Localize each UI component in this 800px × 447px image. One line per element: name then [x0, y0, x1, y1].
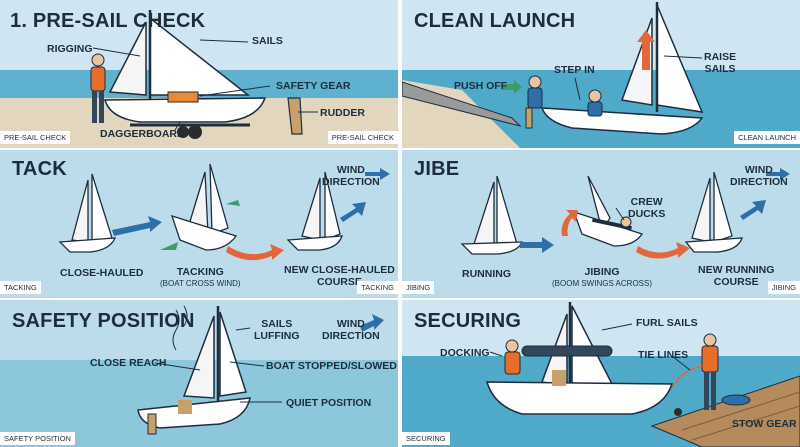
label-step-in: STEP IN	[554, 64, 595, 76]
label-wind-direction: WIND DIRECTION	[322, 318, 380, 342]
label-jibing: JIBING (BOOM SWINGS ACROSS)	[552, 266, 652, 290]
panel-presail-check: 1. PRE-SAIL CHECK RIGGING SAILS SAFETY G…	[0, 0, 398, 148]
label-new-close-hauled-course: NEW CLOSE-HAULED COURSE	[284, 264, 395, 288]
launch-illustration	[402, 0, 800, 148]
label-rudder: RUDDER	[320, 107, 365, 119]
label-crew-ducks: CREW DUCKS	[628, 196, 666, 220]
panel-tag: SAFETY POSITION	[0, 432, 75, 445]
securing-illustration	[402, 300, 800, 447]
label-rigging: RIGGING	[47, 43, 93, 55]
panel-tag-left: PRE-SAIL CHECK	[0, 131, 71, 144]
label-tacking: TACKING (BOAT CROSS WIND)	[160, 266, 241, 290]
panel-tack: TACK WIND DIRECTION CLOSE-HAULED TACKING…	[0, 150, 398, 298]
panel-tag-right: PRE-SAIL CHECK	[327, 131, 398, 144]
label-safety-gear: SAFETY GEAR	[276, 80, 351, 92]
label-wind-direction: WIND DIRECTION	[322, 164, 380, 188]
panel-title: CLEAN LAUNCH	[414, 10, 576, 32]
label-sails: SAILS	[252, 35, 283, 47]
label-close-reach: CLOSE REACH	[90, 357, 167, 369]
label-tie-lines: TIE LINES	[638, 349, 689, 361]
label-tacking-sub: (BOAT CROSS WIND)	[160, 279, 241, 288]
label-docking: DOCKING	[440, 347, 490, 359]
label-tacking-main: TACKING	[176, 266, 224, 278]
label-sails-luffing: SAILS LUFFING	[254, 318, 300, 342]
label-boat-stopped: BOAT STOPPED/SLOWED	[266, 360, 397, 372]
panel-title: SAFETY POSITION	[12, 310, 195, 332]
panel-tag-right: JIBING	[767, 281, 800, 294]
label-jibing-main: JIBING	[584, 266, 620, 278]
panel-title: SECURING	[414, 310, 522, 332]
panel-tag-left: TACKING	[0, 281, 41, 294]
panel-title: TACK	[12, 158, 67, 180]
panel-tag-left: JIBING	[402, 281, 435, 294]
panel-tag-right: TACKING	[357, 281, 398, 294]
panel-tag: SECURING	[402, 432, 450, 445]
label-stow-gear: STOW GEAR	[732, 418, 797, 430]
panel-clean-launch: CLEAN LAUNCH PUSH OFF STEP IN RAISE SAIL…	[402, 0, 800, 148]
tack-illustration	[0, 150, 398, 298]
label-raise-sails: RAISE SAILS	[704, 51, 737, 75]
panel-safety-position: SAFETY POSITION WIND DIRECTION SAILS LUF…	[0, 300, 398, 447]
label-running: RUNNING	[462, 268, 511, 280]
label-push-off: PUSH OFF	[454, 80, 508, 92]
label-daggerboard: DAGGERBOARD	[100, 128, 185, 140]
panel-title: JIBE	[414, 158, 460, 180]
label-new-running-course: NEW RUNNING COURSE	[698, 264, 775, 288]
panel-jibe: JIBE WIND DIRECTION CREW DUCKS RUNNING J…	[402, 150, 800, 298]
label-quiet-position: QUIET POSITION	[286, 397, 372, 409]
jibe-illustration	[402, 150, 800, 298]
panel-securing: SECURING FURL SAILS DOCKING TIE LINES ST…	[402, 300, 800, 447]
panel-title: 1. PRE-SAIL CHECK	[10, 10, 206, 32]
presail-illustration	[0, 0, 398, 148]
label-close-hauled: CLOSE-HAULED	[60, 267, 144, 279]
label-jibing-sub: (BOOM SWINGS ACROSS)	[552, 279, 653, 288]
label-furl-sails: FURL SAILS	[636, 317, 698, 329]
label-wind-direction: WIND DIRECTION	[730, 164, 788, 188]
panel-tag: CLEAN LAUNCH	[734, 131, 800, 144]
